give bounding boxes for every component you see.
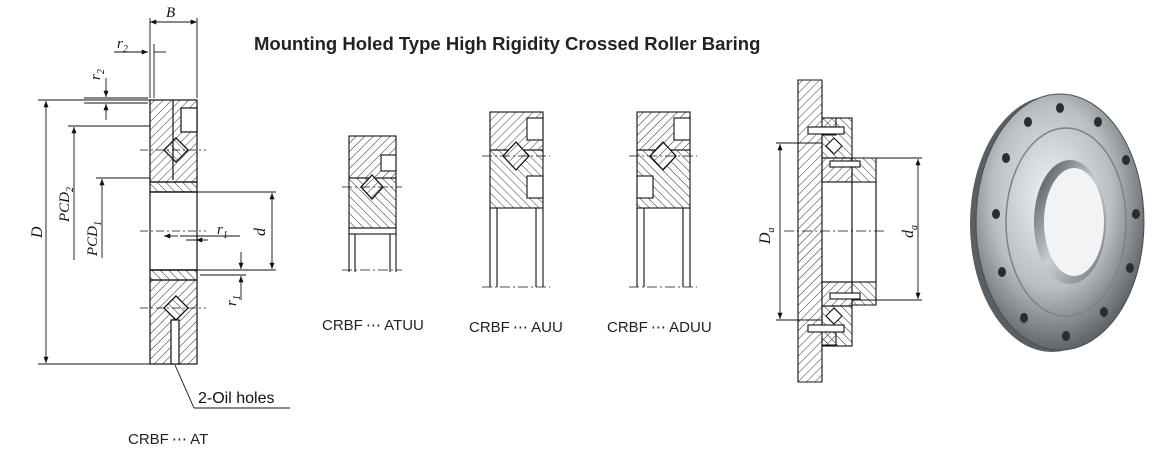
dimension-lines (38, 18, 290, 409)
caption-crbf-atuu: CRBF ⋯ ATUU (322, 317, 424, 334)
caption-crbf-at: CRBF ⋯ AT (128, 431, 209, 448)
dim-pcd2-label: PCD2 (57, 187, 76, 223)
dim-d-bore-label: d (252, 227, 269, 236)
auu-section-drawing (482, 111, 550, 288)
dim-r2-side-label: r2 (88, 69, 107, 80)
dimension-labels: B r2 r2 D PCD2 PCD1 d r1 r1 2-Oil holes (29, 5, 274, 407)
aduu-section-drawing (629, 111, 697, 288)
dim-da-housing-label: Da (757, 227, 777, 245)
dim-r1-side-label: r1 (224, 295, 243, 306)
dim-da-shaft-label: da (900, 225, 920, 238)
page-title: Mounting Holed Type High Rigidity Crosse… (254, 33, 761, 54)
atuu-section-drawing (342, 135, 402, 272)
caption-crbf-aduu: CRBF ⋯ ADUU (607, 319, 712, 336)
dim-d-outer-label: D (29, 226, 46, 239)
dim-r1-label: r1 (217, 222, 228, 241)
dim-r2-top-label: r2 (117, 36, 128, 55)
bearing-product-image (970, 93, 1145, 352)
oil-holes-label: 2-Oil holes (198, 390, 274, 407)
mounting-drawing (776, 79, 922, 383)
dim-pcd1-label: PCD1 (85, 221, 104, 257)
dim-b-label: B (166, 5, 175, 21)
caption-crbf-auu: CRBF ⋯ AUU (469, 319, 563, 336)
mounting-dimension-labels: Da da (757, 225, 920, 245)
main-section-drawing (140, 99, 206, 365)
